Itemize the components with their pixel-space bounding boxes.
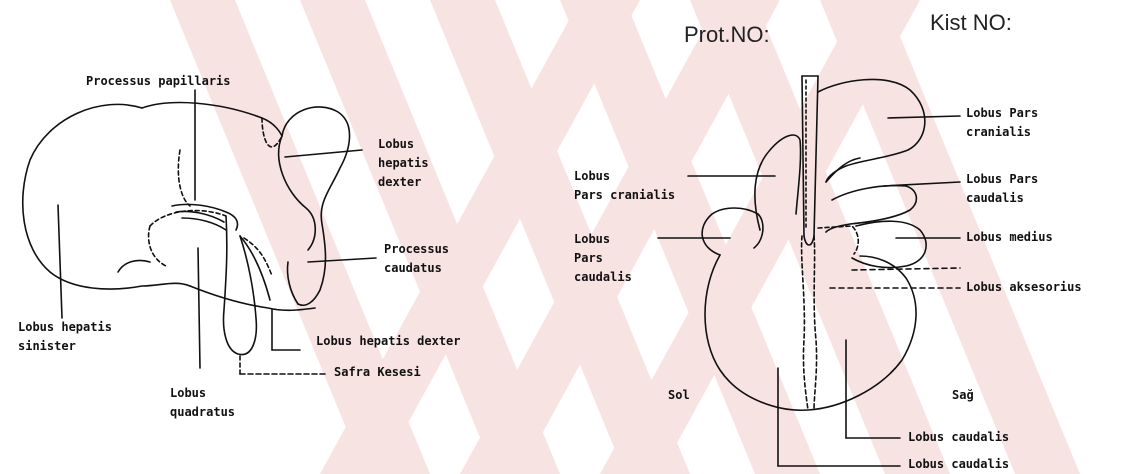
label-lobus-pars-caudalis-left: Lobus Pars caudalis xyxy=(574,230,632,288)
label-lobus-hepatis-dexter-top: Lobus hepatis dexter xyxy=(378,135,468,193)
label-processus-caudatus: Processus caudatus xyxy=(384,240,449,278)
label-lobus-caudalis-2: Lobus caudalis xyxy=(908,455,1009,474)
right-liver-outline xyxy=(702,76,926,410)
left-liver-outline xyxy=(23,103,350,355)
label-sol: Sol xyxy=(668,386,690,405)
label-lobus-medius: Lobus medius xyxy=(966,228,1053,247)
label-lobus-pars-caudalis-right: Lobus Pars caudalis xyxy=(966,170,1038,208)
right-leader-lines xyxy=(658,116,960,466)
kist-no-label: Kist NO: xyxy=(930,10,1012,36)
label-lobus-caudalis-1: Lobus caudalis xyxy=(908,428,1009,447)
prot-no-label: Prot.NO: xyxy=(684,22,770,48)
label-lobus-pars-cranialis-right: Lobus Pars cranialis xyxy=(966,104,1038,142)
label-lobus-aksesorius: Lobus aksesorius xyxy=(966,278,1082,297)
label-lobus-quadratus: Lobus quadratus xyxy=(170,384,235,422)
label-sag: Sağ xyxy=(952,386,974,405)
label-processus-papillaris: Processus papillaris xyxy=(86,72,231,91)
label-lobus-hepatis-dexter-bottom: Lobus hepatis dexter xyxy=(316,332,461,351)
label-lobus-hepatis-sinister: Lobus hepatis sinister xyxy=(18,318,112,356)
label-safra-kesesi: Safra Kesesi xyxy=(334,363,421,382)
label-lobus-pars-cranialis-left: Lobus Pars cranialis xyxy=(574,167,675,205)
